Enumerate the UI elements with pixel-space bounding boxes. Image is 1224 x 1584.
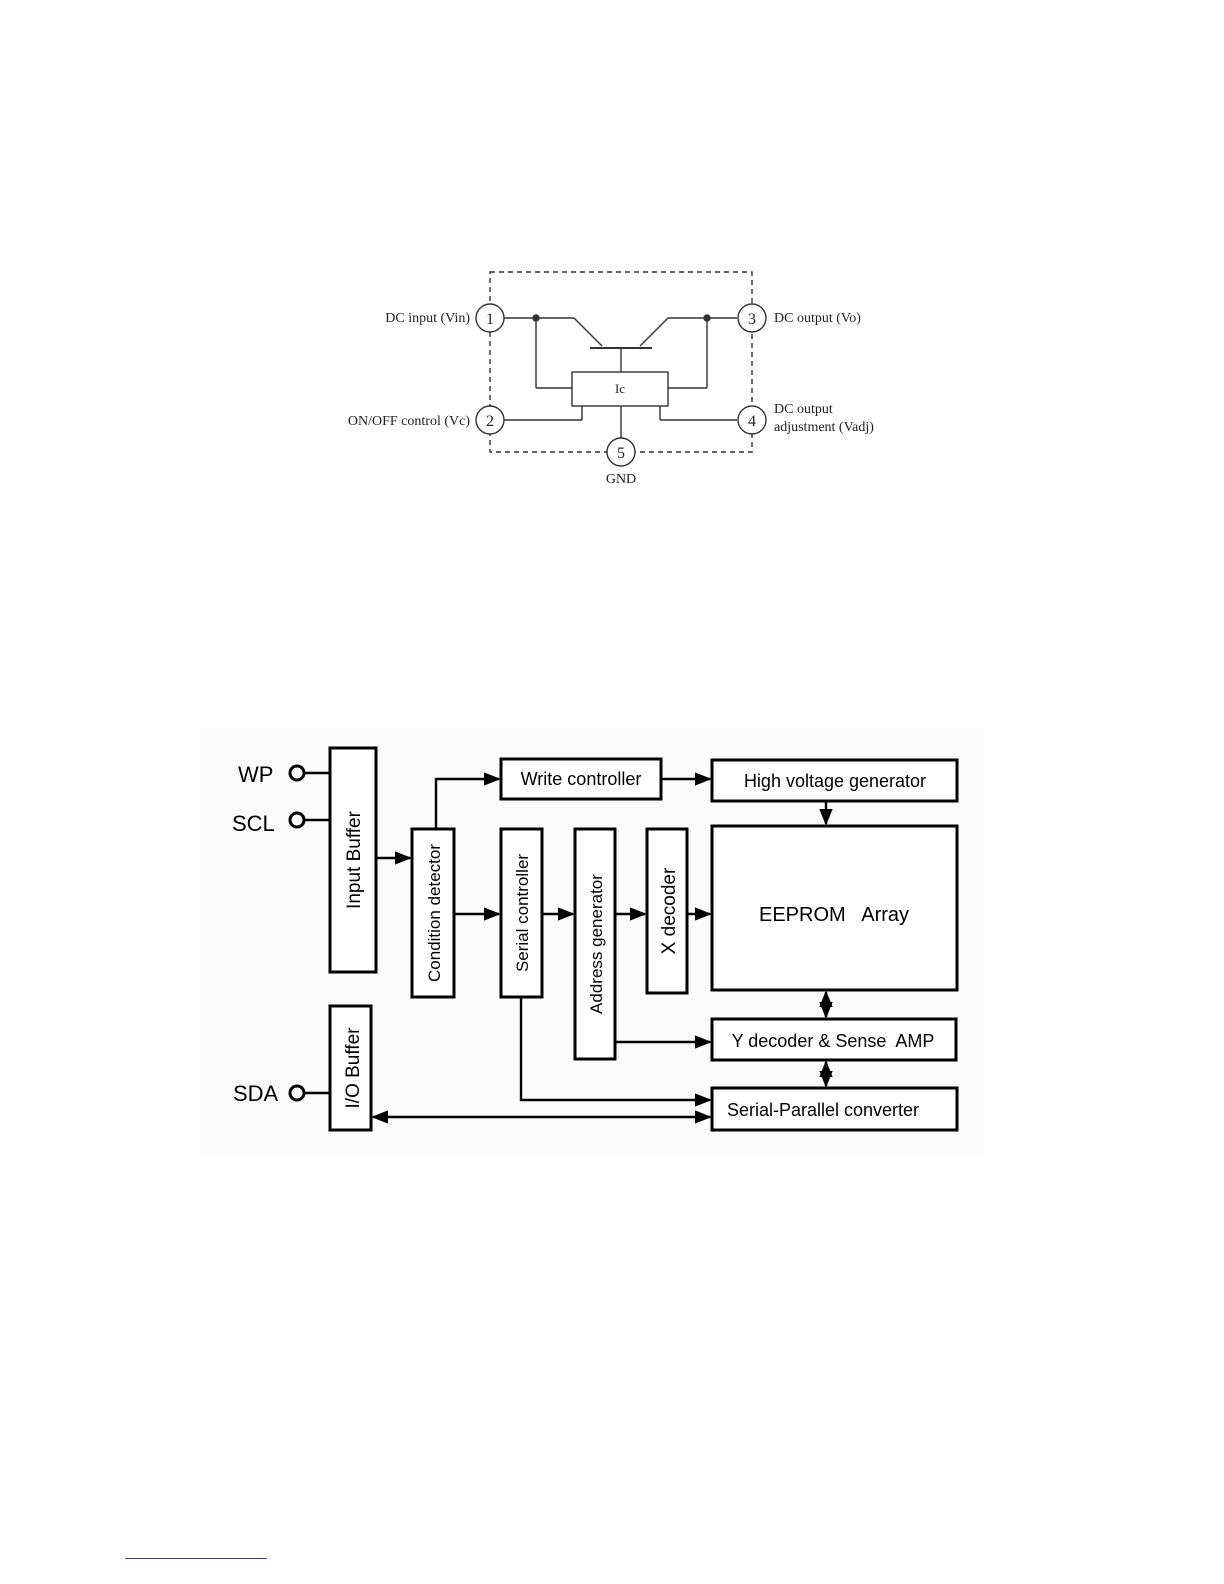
x-decoder-label: X decoder: [659, 867, 680, 954]
pin-3-number: 3: [748, 311, 756, 328]
condition-detector-label: Condition detector: [425, 844, 444, 982]
pin-4-label-line2: adjustment (Vadj): [774, 420, 874, 435]
y-decoder-label: Y decoder & Sense AMP: [732, 1031, 935, 1051]
eeprom-array-label: EEPROM Array: [759, 904, 909, 926]
high-voltage-generator-label: High voltage generator: [744, 771, 926, 791]
pin-3-label: DC output (Vo): [774, 311, 861, 326]
pin-1-label: DC input (Vin): [385, 311, 470, 326]
address-generator-label: Address generator: [587, 874, 606, 1014]
pin-4-label-line1: DC output: [774, 402, 833, 417]
pin-2-number: 2: [486, 413, 494, 430]
pin-2-label: ON/OFF control (Vc): [348, 414, 470, 429]
wp-pin-label: WP: [238, 762, 273, 787]
write-controller-label: Write controller: [521, 769, 642, 789]
scl-pin-label: SCL: [232, 811, 275, 836]
io-buffer-label: I/O Buffer: [343, 1027, 364, 1109]
pin-5-number: 5: [617, 445, 625, 462]
pin-4-number: 4: [748, 413, 756, 430]
footnote-separator: [125, 1558, 267, 1559]
ic-label: Ic: [615, 381, 625, 396]
pin-5-label: GND: [606, 472, 636, 487]
circuit-diagram: [476, 272, 766, 466]
input-buffer-label: Input Buffer: [344, 810, 365, 909]
pin-1-number: 1: [486, 311, 494, 328]
sda-pin-label: SDA: [233, 1081, 279, 1106]
serial-parallel-converter-label: Serial-Parallel converter: [727, 1100, 919, 1120]
serial-controller-label: Serial controller: [513, 854, 532, 972]
